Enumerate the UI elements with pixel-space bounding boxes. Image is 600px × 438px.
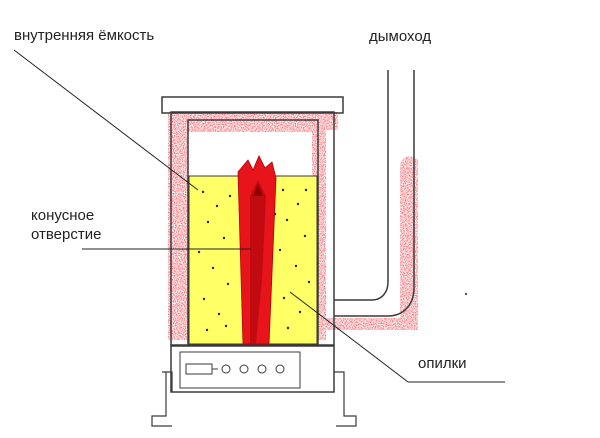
sawdust-specks [197,188,311,332]
label-cone-hole-line1: конусное [31,207,95,224]
label-chimney: дымоход [369,28,432,45]
stove-lid [161,96,344,114]
vent-hole [221,364,231,374]
label-cone-hole-line2: отверстие [31,226,102,243]
flue-gas-haze [168,112,418,340]
inner-container-outline [187,119,319,346]
leader-inner-container [13,49,199,191]
door-vent-holes [221,364,285,374]
ash-door-box [170,345,335,393]
stray-dot [464,292,468,296]
vent-hole [257,364,267,374]
chimney-outer-wall [334,70,415,317]
ash-door [179,351,301,389]
label-sawdust: опилки [418,355,467,372]
leader-sawdust [289,291,409,383]
vent-hole [275,364,285,374]
flame-arrow-head [253,184,263,196]
chimney-inner-wall [334,70,389,301]
leg-left [151,371,173,427]
vent-hole [239,364,249,374]
leg-right [334,371,357,427]
label-inner-container: внутренняя ёмкость [14,27,155,44]
flame-core [250,180,266,344]
